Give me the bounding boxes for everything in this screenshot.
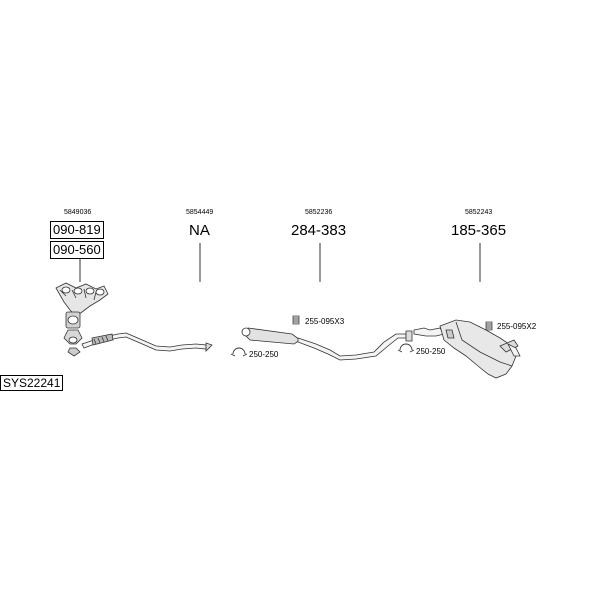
accessory-code-label[interactable]: 250-250: [249, 350, 279, 359]
part-code-label[interactable]: 185-365: [451, 222, 507, 239]
part-number-label: 5852236: [305, 209, 333, 216]
clamp-icon: [397, 343, 415, 353]
part-code-box[interactable]: 090-560: [50, 241, 104, 259]
front-pipe: [81, 332, 213, 352]
part-number-label: 5849036: [64, 209, 92, 216]
part-number-label: 5854449: [186, 209, 214, 216]
accessory-code-label[interactable]: 250-250: [416, 347, 446, 356]
middle-silencer: [241, 327, 413, 361]
part-number-label: 5852243: [465, 209, 493, 216]
part-code-label[interactable]: NA: [189, 222, 210, 239]
rear-silencer: [413, 319, 521, 379]
bolt-kit-icon: [485, 321, 493, 331]
part-code-box[interactable]: 090-819: [50, 221, 104, 239]
part-code-label[interactable]: 284-383: [291, 222, 347, 239]
bolt-kit-icon: [292, 315, 300, 325]
accessory-code-label[interactable]: 255-095X2: [497, 322, 537, 331]
exhaust-manifold: [55, 282, 109, 357]
clamp-icon: [230, 347, 248, 357]
system-id-label: SYS22241: [0, 375, 64, 391]
accessory-code-label[interactable]: 255-095X3: [305, 317, 345, 326]
